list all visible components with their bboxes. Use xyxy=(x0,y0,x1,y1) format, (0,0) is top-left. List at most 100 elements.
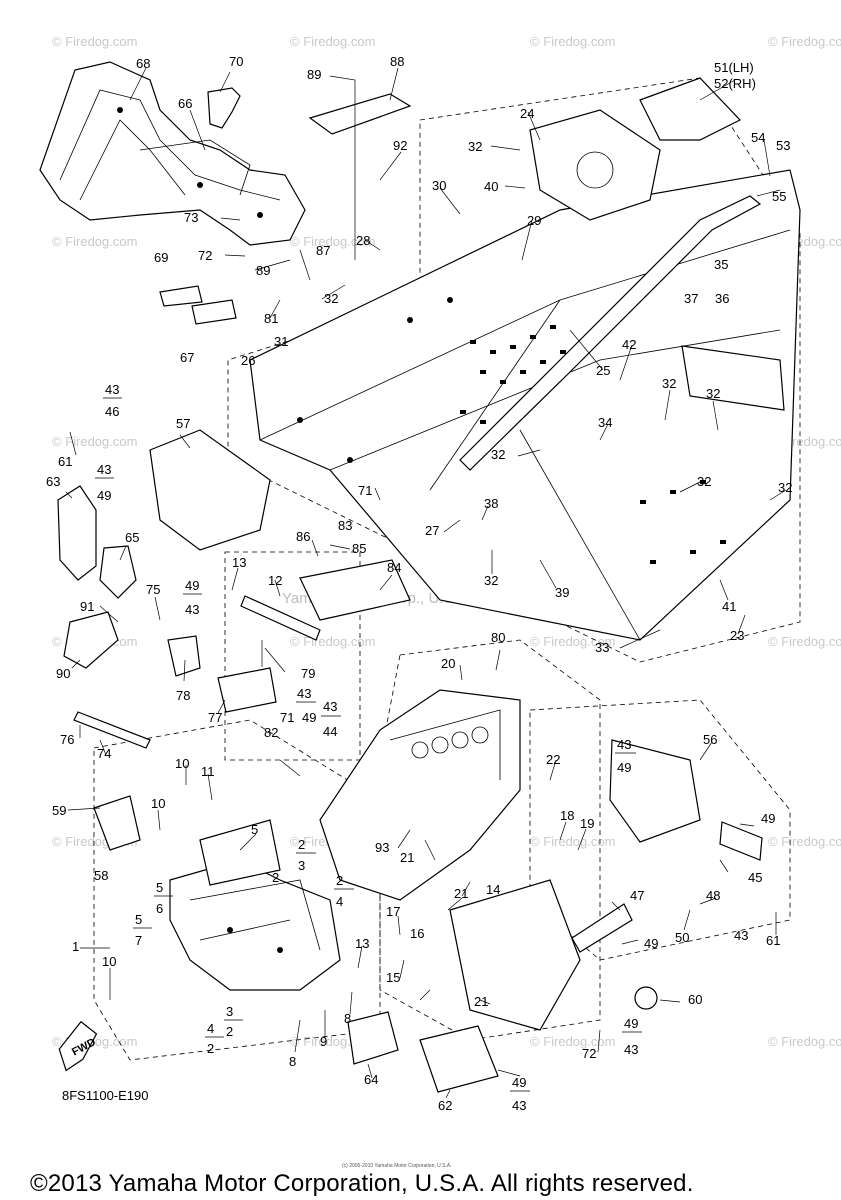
callout-76: 76 xyxy=(60,732,74,747)
callout-55: 55 xyxy=(772,189,786,204)
site-watermark: © Firedog.com xyxy=(290,34,375,49)
callout-40: 40 xyxy=(484,179,498,194)
callout-68: 68 xyxy=(136,56,150,71)
callout-4: 4 xyxy=(336,894,343,909)
callout-80: 80 xyxy=(491,630,505,645)
site-watermark: © Firedog.com xyxy=(530,1034,615,1049)
callout-2c: 2 xyxy=(336,873,343,888)
site-watermark: © Firedog.com xyxy=(768,834,841,849)
callout-88: 88 xyxy=(390,54,404,69)
callout-18: 18 xyxy=(560,808,574,823)
callout-63: 63 xyxy=(46,474,60,489)
callout-29: 29 xyxy=(527,213,541,228)
callout-7: 7 xyxy=(135,933,142,948)
callout-labels: 68 70 66 89 88 92 51(LH) 52(RH) 24 32 54… xyxy=(46,54,792,1113)
callout-20: 20 xyxy=(441,656,455,671)
callout-32b: 32 xyxy=(324,291,338,306)
bar-12 xyxy=(240,595,321,641)
callout-73: 73 xyxy=(184,210,198,225)
bracket-70 xyxy=(207,87,241,129)
callout-89b: 89 xyxy=(256,263,270,278)
hub-60 xyxy=(634,986,658,1010)
callout-51lh: 51(LH) xyxy=(714,60,754,75)
callout-13b: 13 xyxy=(355,936,369,951)
copyright-footer: ©2013 Yamaha Motor Corporation, U.S.A. A… xyxy=(30,1170,694,1197)
callout-87: 87 xyxy=(316,243,330,258)
callout-32g: 32 xyxy=(778,480,792,495)
callout-43h: 43 xyxy=(624,1042,638,1057)
callout-49b: 49 xyxy=(185,578,199,593)
callout-92: 92 xyxy=(393,138,407,153)
site-watermark: © Firedog.com xyxy=(52,434,137,449)
pad-69 xyxy=(159,285,203,307)
guard-57 xyxy=(149,429,271,551)
bracket-45 xyxy=(719,821,763,861)
callout-70: 70 xyxy=(229,54,243,69)
callout-37: 37 xyxy=(684,291,698,306)
callout-23: 23 xyxy=(730,628,744,643)
callout-49c: 49 xyxy=(302,710,316,725)
site-watermark: © Firedog.com xyxy=(768,1034,841,1049)
callout-74: 74 xyxy=(97,746,111,761)
callout-16: 16 xyxy=(410,926,424,941)
callout-34: 34 xyxy=(598,415,612,430)
callout-2: 2 xyxy=(298,837,305,852)
callout-69: 69 xyxy=(154,250,168,265)
callout-52rh: 52(RH) xyxy=(714,76,756,91)
pad-67 xyxy=(191,299,237,325)
center-copyright-mark: (c) 2005-2010 Yamaha Motor Corporation, … xyxy=(342,1163,452,1169)
callout-8: 8 xyxy=(344,1011,351,1026)
callout-49g: 49 xyxy=(624,1016,638,1031)
callout-58: 58 xyxy=(94,868,108,883)
callout-56: 56 xyxy=(703,732,717,747)
callout-3: 3 xyxy=(298,858,305,873)
callout-26: 26 xyxy=(241,353,255,368)
callout-35: 35 xyxy=(714,257,728,272)
plate-24 xyxy=(529,109,661,221)
callout-46: 46 xyxy=(105,404,119,419)
callout-39: 39 xyxy=(555,585,569,600)
diagram-code: 8FS1100-E190 xyxy=(62,1088,149,1103)
callout-19: 19 xyxy=(580,816,594,831)
bracket-77 xyxy=(217,667,277,713)
callout-22: 22 xyxy=(546,752,560,767)
callout-61b: 61 xyxy=(766,933,780,948)
callout-21c: 21 xyxy=(474,994,488,1009)
callout-83: 83 xyxy=(338,518,352,533)
callout-32f: 32 xyxy=(697,474,711,489)
callout-5c: 5 xyxy=(135,912,142,927)
callout-49f: 49 xyxy=(644,936,658,951)
callout-93: 93 xyxy=(375,840,389,855)
rail-25 xyxy=(459,195,762,471)
callout-11: 11 xyxy=(201,764,215,779)
callout-32c: 32 xyxy=(662,376,676,391)
callout-10: 10 xyxy=(175,756,189,771)
callout-71: 71 xyxy=(358,483,372,498)
callout-1: 1 xyxy=(72,939,79,954)
callout-84: 84 xyxy=(387,560,401,575)
plate-84 xyxy=(299,559,411,621)
crossmember-35 xyxy=(681,345,785,411)
callout-5b: 5 xyxy=(156,880,163,895)
callout-21b: 21 xyxy=(454,886,468,901)
callout-3b: 3 xyxy=(226,1004,233,1019)
site-watermark: © Firedog.com xyxy=(530,834,615,849)
site-watermark: © Firedog.com xyxy=(768,34,841,49)
callout-28: 28 xyxy=(356,233,370,248)
callout-43b: 43 xyxy=(97,462,111,477)
callout-21: 21 xyxy=(400,850,414,865)
callout-43d: 43 xyxy=(297,686,311,701)
callout-65: 65 xyxy=(125,530,139,545)
callout-2e: 2 xyxy=(207,1041,214,1056)
callout-38: 38 xyxy=(484,496,498,511)
callout-6: 6 xyxy=(156,901,163,916)
radiator-14 xyxy=(449,879,581,1031)
callout-49: 49 xyxy=(97,488,111,503)
callout-45: 45 xyxy=(748,870,762,885)
site-watermark: © Firedog.com xyxy=(768,634,841,649)
cover-90 xyxy=(63,611,119,669)
callout-53: 53 xyxy=(776,138,790,153)
callout-57: 57 xyxy=(176,416,190,431)
callout-89: 89 xyxy=(307,67,321,82)
callout-64: 64 xyxy=(364,1072,378,1087)
